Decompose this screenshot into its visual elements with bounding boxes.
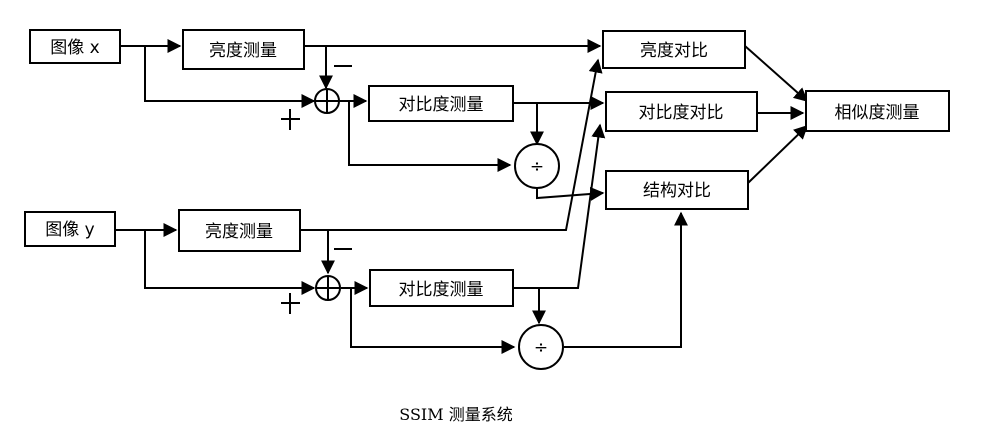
edge-dividex-structurecompare bbox=[536, 186, 605, 201]
node-contrast-y: 对比度测量 bbox=[369, 269, 514, 307]
node-contrast-x-label: 对比度测量 bbox=[399, 95, 484, 115]
node-image-y-label: 图像 y bbox=[45, 220, 94, 240]
node-similarity: 相似度测量 bbox=[805, 90, 950, 132]
node-luminance-x: 亮度测量 bbox=[182, 29, 305, 70]
sum-junction-y bbox=[315, 275, 341, 301]
node-luminance-y-label: 亮度测量 bbox=[205, 222, 273, 242]
node-contrast-y-label: 对比度测量 bbox=[399, 280, 484, 300]
node-image-y: 图像 y bbox=[24, 211, 116, 247]
node-contrast-x: 对比度测量 bbox=[368, 85, 514, 122]
edge-imagey-sumy bbox=[144, 230, 316, 295]
figure-caption: SSIM 测量系统 bbox=[399, 405, 512, 424]
divide-label-x: ÷ bbox=[530, 157, 544, 177]
node-image-x-label: 图像 x bbox=[50, 38, 99, 58]
edge-structurecompare-similarity bbox=[747, 125, 809, 184]
sum-junction-x bbox=[314, 88, 340, 114]
node-contrast-compare-label: 对比度对比 bbox=[639, 103, 724, 123]
node-luminance-compare-label: 亮度对比 bbox=[640, 41, 708, 61]
divide-node-x: ÷ bbox=[514, 143, 560, 189]
node-image-x: 图像 x bbox=[29, 29, 121, 64]
edge-dividey-structurecompare bbox=[564, 211, 688, 348]
edge-imagex-sumx bbox=[144, 46, 316, 108]
node-luminance-x-label: 亮度测量 bbox=[209, 41, 277, 61]
node-contrast-compare: 对比度对比 bbox=[605, 91, 758, 132]
divide-node-y: ÷ bbox=[518, 324, 564, 370]
node-luminance-compare: 亮度对比 bbox=[602, 30, 746, 69]
edge-lumcompare-similarity bbox=[744, 45, 809, 102]
node-structure-compare: 结构对比 bbox=[605, 170, 749, 210]
node-luminance-y: 亮度测量 bbox=[178, 209, 301, 252]
node-structure-compare-label: 结构对比 bbox=[643, 181, 711, 201]
edge-sumy-dividey bbox=[350, 288, 516, 354]
edge-contrasty-contrastcompare bbox=[513, 123, 606, 289]
edge-sumx-dividex bbox=[348, 101, 512, 172]
node-similarity-label: 相似度测量 bbox=[835, 103, 920, 123]
sign-markers bbox=[281, 65, 352, 314]
connections bbox=[115, 39, 809, 354]
divide-label-y: ÷ bbox=[534, 338, 548, 358]
edge-luminancey-lumcompare bbox=[300, 58, 603, 231]
